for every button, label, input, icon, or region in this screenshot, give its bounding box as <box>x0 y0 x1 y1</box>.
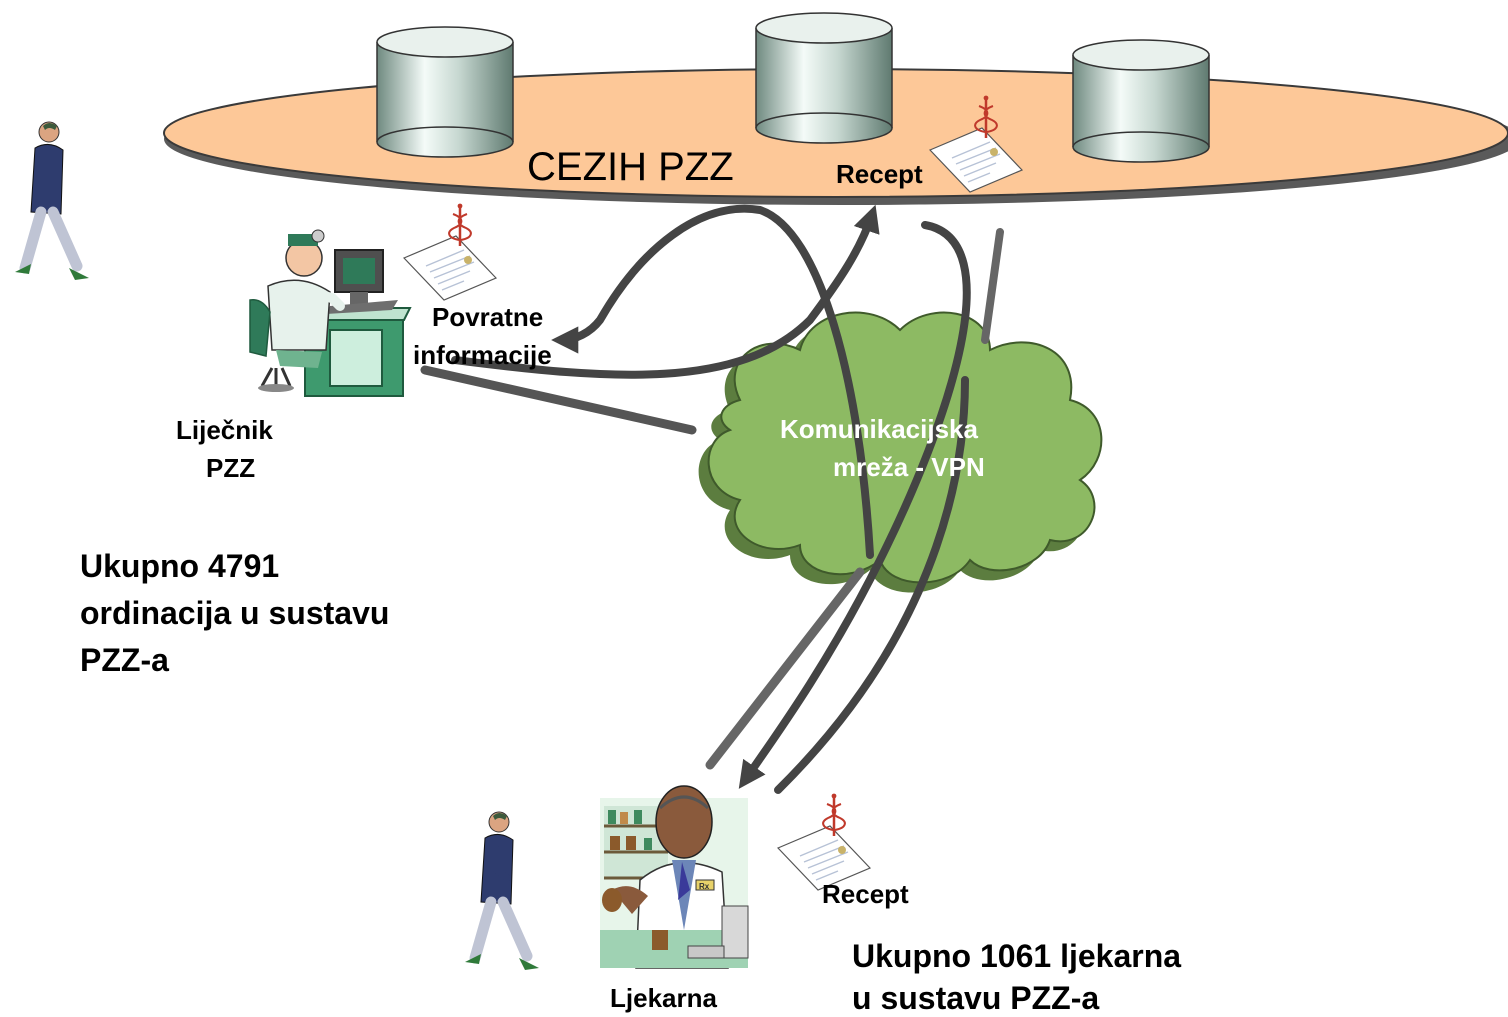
patient-walking-icon <box>465 812 539 970</box>
pharmacy-summary-line1: Ukupno 1061 ljekarna <box>852 938 1182 974</box>
doctor-label-line2: PZZ <box>206 453 256 483</box>
doctor-summary-line1: Ukupno 4791 <box>80 548 280 584</box>
pharmacist-icon: Rx <box>600 785 749 969</box>
arrow-cezih-to-doctor-feedback <box>551 204 874 559</box>
platform-recept-label: Recept <box>836 159 923 189</box>
pharmacy-recept-label: Recept <box>822 879 909 909</box>
arrow-pharmacy-to-cezih <box>774 376 969 794</box>
pharmacy-prescription-icon <box>776 792 872 892</box>
doctor-label-line1: Liječnik <box>176 415 273 445</box>
rx-badge-text: Rx <box>699 882 710 891</box>
feedback-label-line1: Povratne <box>432 302 544 332</box>
doctor-prescription-icon <box>402 202 498 302</box>
network-label-line1: Komunikacijska <box>780 414 978 444</box>
pharmacy-network-link <box>705 567 865 770</box>
patient-walking-icon <box>15 122 89 280</box>
database-cylinder-middle <box>755 12 893 144</box>
connection-lines <box>420 204 1004 794</box>
doctor-workstation-icon <box>249 229 412 397</box>
platform-title: CEZIH PZZ <box>527 145 734 189</box>
arrow-doctor-to-cezih <box>451 204 880 379</box>
database-cylinder-right <box>1072 39 1210 163</box>
pharmacy-label: Ljekarna <box>610 983 717 1013</box>
network-label-line2: mreža - VPN <box>833 452 985 482</box>
pharmacy-summary-line2: u sustavu PZZ-a <box>852 980 1100 1016</box>
doctor-network-link <box>420 365 697 435</box>
doctor-summary-line2: ordinacija u sustavu <box>80 595 390 631</box>
arrow-cezih-to-pharmacy <box>738 221 971 789</box>
feedback-label-line2: informacije <box>413 340 552 370</box>
platform-network-link <box>981 228 1004 344</box>
cloud-body <box>707 311 1103 584</box>
vpn-network-cloud <box>698 311 1103 593</box>
doctor-summary-line3: PZZ-a <box>80 642 169 678</box>
database-cylinder-left <box>376 26 514 158</box>
